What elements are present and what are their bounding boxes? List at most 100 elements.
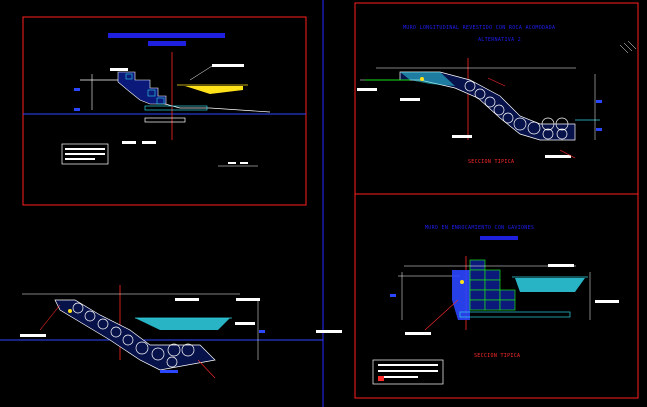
title-bar-secondary <box>480 236 518 240</box>
drawing-top-left[interactable] <box>23 33 306 167</box>
label-box <box>316 330 342 333</box>
gabion-box[interactable] <box>499 299 516 311</box>
marker <box>68 309 72 313</box>
top-right-title-line2: ALTERNATIVA 2 <box>478 37 522 43</box>
leader-line <box>487 77 506 87</box>
rock <box>541 117 555 131</box>
legend-row <box>65 158 95 160</box>
sheet-frame-top-left[interactable] <box>22 16 307 206</box>
marker <box>460 280 464 284</box>
rock <box>527 121 541 135</box>
rock <box>181 343 195 357</box>
legend-logo <box>378 376 384 381</box>
earth-fill <box>452 270 470 320</box>
dimension-tag <box>596 128 602 131</box>
leader-line <box>189 65 213 81</box>
rock <box>84 310 96 322</box>
legend-box[interactable] <box>61 143 109 165</box>
scale-mark <box>240 162 248 164</box>
riprap-slope <box>54 299 216 371</box>
dimension-tag <box>259 330 265 333</box>
rock <box>151 347 165 361</box>
gabion-box <box>156 97 165 105</box>
rock-fill-hatch <box>400 72 455 86</box>
legend-row <box>65 153 105 155</box>
rock <box>167 343 181 357</box>
drawing-bottom-right[interactable] <box>316 236 619 385</box>
dimension-tag <box>390 294 396 297</box>
legend-row <box>378 370 438 372</box>
rock <box>110 326 122 338</box>
gabion-box[interactable] <box>469 299 486 311</box>
rock <box>97 318 109 330</box>
water-level <box>185 86 243 94</box>
top-right-caption: SECCION TIPICA <box>468 159 515 165</box>
legend-box[interactable] <box>372 359 444 385</box>
gabion-box[interactable] <box>469 279 486 291</box>
label-box <box>175 298 199 301</box>
note-box <box>142 141 156 144</box>
rock <box>464 80 476 92</box>
leader-line <box>39 304 61 331</box>
drawing-top-right[interactable] <box>357 40 637 159</box>
label-box <box>236 298 260 301</box>
gabion-box[interactable] <box>469 259 486 271</box>
label-box <box>20 334 46 337</box>
gabion-box[interactable] <box>499 289 516 301</box>
label-box <box>595 300 619 303</box>
rock <box>135 341 149 355</box>
rock <box>513 117 527 131</box>
rock <box>556 128 568 140</box>
dimension-tag <box>74 108 80 111</box>
gabion-box[interactable] <box>469 289 486 301</box>
sheet-frame-right[interactable] <box>354 2 639 399</box>
water-level <box>135 318 230 330</box>
marker <box>420 77 424 81</box>
bottom-right-caption: SECCION TIPICA <box>474 353 521 359</box>
rock <box>166 356 178 368</box>
rock <box>542 128 554 140</box>
label-box <box>212 64 244 67</box>
water-level <box>515 278 585 292</box>
leader-line <box>559 149 576 159</box>
legend-row <box>378 364 438 366</box>
hatch-mark <box>627 40 637 50</box>
label-box <box>110 68 128 71</box>
gabion-box[interactable] <box>484 289 501 301</box>
leader-line <box>424 299 459 331</box>
base-slab <box>459 311 571 318</box>
label-box <box>400 98 420 101</box>
bottom-right-title-line1: MURO EN ENROCAMIENTO CON GAVIONES <box>425 225 535 231</box>
gabion-box[interactable] <box>469 269 486 281</box>
gabion-box[interactable] <box>484 269 501 281</box>
dimension-tag <box>596 100 602 103</box>
rock <box>72 302 84 314</box>
gabion-box[interactable] <box>484 279 501 291</box>
hatch-mark <box>619 44 629 54</box>
label-box <box>357 88 377 91</box>
title-bar-secondary <box>148 41 186 46</box>
label-box <box>548 264 574 267</box>
leader-line <box>197 359 216 379</box>
gabion-wall <box>117 71 167 105</box>
label-box <box>405 332 431 335</box>
rock <box>484 96 496 108</box>
foundation <box>144 117 186 123</box>
legend-row <box>378 376 418 378</box>
dimension-tag <box>74 88 80 91</box>
note-box <box>122 141 136 144</box>
top-right-title-line1: MURO LONGITUDINAL REVESTIDO CON ROCA ACO… <box>403 25 556 31</box>
rock <box>474 88 486 100</box>
legend-row <box>65 148 105 150</box>
scale-mark <box>228 162 236 164</box>
rock <box>122 334 134 346</box>
gabion-box <box>147 89 156 97</box>
label-box <box>160 370 178 373</box>
gabion-box <box>125 73 133 80</box>
gabion-box[interactable] <box>484 299 501 311</box>
label-box <box>235 322 255 325</box>
drawing-bottom-left[interactable] <box>0 285 323 379</box>
rock <box>493 104 505 116</box>
hatch-mark <box>623 42 633 52</box>
